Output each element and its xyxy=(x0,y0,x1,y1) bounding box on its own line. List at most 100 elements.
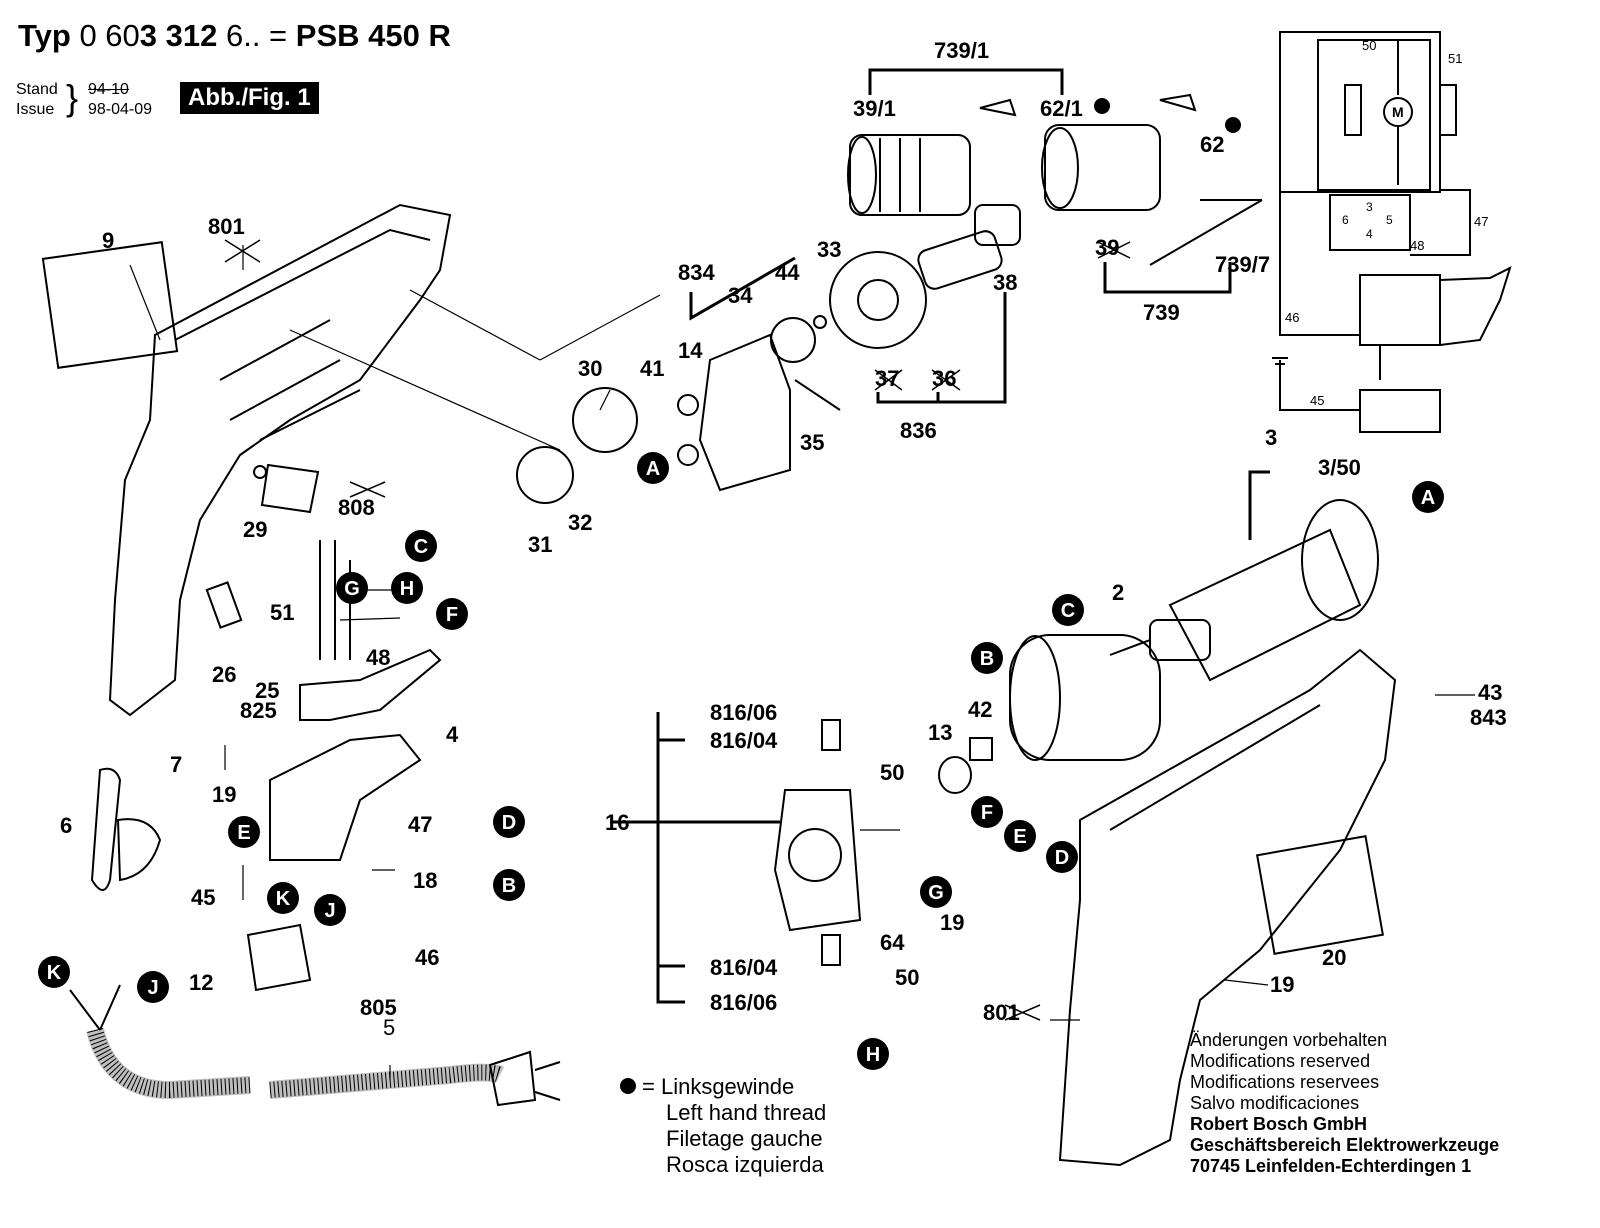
label-n5: 5 xyxy=(1386,213,1393,227)
callout-b: B xyxy=(493,869,525,901)
label-816-06-bottom: 816/06 xyxy=(710,990,777,1015)
label-14: 14 xyxy=(678,338,703,363)
label-16: 16 xyxy=(605,810,629,835)
label-13: 13 xyxy=(928,720,952,745)
svg-text:C: C xyxy=(414,536,428,558)
label-808: 808 xyxy=(338,495,375,520)
legend-line-es: Rosca izquierda xyxy=(666,1152,824,1177)
legend-line-de: = Linksgewinde xyxy=(620,1074,826,1100)
issue-dates: 94-10 98-04-09 xyxy=(88,80,152,120)
svg-text:E: E xyxy=(237,822,250,844)
thin-leaders xyxy=(129,245,1475,1080)
power-cord-drawing xyxy=(69,984,561,1107)
label-816-06-top: 816/06 xyxy=(710,700,777,725)
label-37: 37 xyxy=(875,366,899,391)
label-5: 5 xyxy=(383,1015,395,1040)
leader-lines xyxy=(610,68,1270,1004)
housing-half-left-drawing xyxy=(41,203,452,717)
label-26: 26 xyxy=(212,662,236,687)
label-45: 45 xyxy=(191,885,215,910)
svg-text:D: D xyxy=(502,812,516,834)
label-31: 31 xyxy=(528,532,552,557)
callout-e: E xyxy=(1004,820,1036,852)
label-12: 12 xyxy=(189,970,213,995)
label-50-bottom: 50 xyxy=(895,965,919,990)
svg-text:A: A xyxy=(1421,487,1435,509)
label-805: 805 xyxy=(360,995,397,1020)
svg-text:H: H xyxy=(400,578,414,600)
label-62-1: 62/1 xyxy=(1040,96,1083,121)
left-thread-marker xyxy=(1225,117,1241,133)
svg-text:G: G xyxy=(344,578,360,600)
label-30: 30 xyxy=(578,356,602,381)
left-thread-marker xyxy=(1094,98,1110,114)
note-en: Modifications reserved xyxy=(1190,1051,1371,1071)
label-739-1: 739/1 xyxy=(934,38,989,63)
label-801-top: 801 xyxy=(208,214,245,239)
label-n45: 45 xyxy=(1310,393,1324,408)
label-n48: 48 xyxy=(1410,238,1424,253)
svg-text:C: C xyxy=(1061,600,1075,622)
note-fr: Modifications reservees xyxy=(1190,1072,1380,1092)
svg-text:H: H xyxy=(866,1044,880,1066)
label-38: 38 xyxy=(993,270,1017,295)
stand-issue-labels: Stand Issue xyxy=(16,80,58,120)
label-n47: 47 xyxy=(1474,214,1488,229)
svg-text:J: J xyxy=(147,977,158,999)
callout-k: K xyxy=(38,956,70,988)
cord-guard-drawing xyxy=(90,581,312,992)
label-36: 36 xyxy=(932,366,956,391)
label-47: 47 xyxy=(408,812,432,837)
label-836: 836 xyxy=(900,418,937,443)
label-18: 18 xyxy=(413,868,437,893)
label-41: 41 xyxy=(640,356,664,381)
company-division: Geschäftsbereich Elektrowerkzeuge xyxy=(1190,1135,1500,1155)
legend-line-en: Left hand thread xyxy=(666,1100,827,1125)
label-n51: 51 xyxy=(1448,51,1462,66)
callout-b: B xyxy=(971,642,1003,674)
label-4: 4 xyxy=(446,722,459,747)
callout-g: G xyxy=(920,876,952,908)
label-42: 42 xyxy=(968,697,992,722)
callout-k: K xyxy=(267,882,299,914)
label-50-top: 50 xyxy=(880,760,904,785)
label-34: 34 xyxy=(728,283,753,308)
label-2: 2 xyxy=(1112,580,1124,605)
label-825: 825 xyxy=(240,698,277,723)
svg-text:J: J xyxy=(324,900,335,922)
housing-half-right-drawing xyxy=(1058,648,1397,1167)
deleted-part-strikes xyxy=(224,239,1131,1021)
label-739: 739 xyxy=(1143,300,1180,325)
motor-symbol-label: M xyxy=(1392,104,1404,120)
svg-text:E: E xyxy=(1013,826,1026,848)
armature-drawing xyxy=(1109,499,1379,682)
stand-label: Stand xyxy=(16,81,58,98)
figure-label: Abb./Fig. 1 xyxy=(180,82,319,114)
callout-d: D xyxy=(1046,841,1078,873)
label-7: 7 xyxy=(170,752,182,777)
label-29: 29 xyxy=(243,517,267,542)
callout-a: A xyxy=(1412,481,1444,513)
svg-text:K: K xyxy=(47,962,62,984)
label-32: 32 xyxy=(568,510,592,535)
switch-drawing xyxy=(269,540,442,861)
callout-f: F xyxy=(436,598,468,630)
label-816-04-bottom: 816/04 xyxy=(710,955,778,980)
label-39-1: 39/1 xyxy=(853,96,896,121)
label-n6: 6 xyxy=(1342,213,1349,227)
bearing-flange-drawing xyxy=(516,333,841,504)
label-19-mid: 19 xyxy=(940,910,964,935)
callout-c: C xyxy=(405,530,437,562)
document-title: Typ 0 603 312 6.. = PSB 450 R xyxy=(18,18,451,53)
note-es: Salvo modificaciones xyxy=(1190,1093,1360,1113)
svg-text:D: D xyxy=(1055,847,1069,869)
callout-j: J xyxy=(137,971,169,1003)
label-3-50: 3/50 xyxy=(1318,455,1361,480)
company-name: Robert Bosch GmbH xyxy=(1190,1114,1368,1134)
label-19-right: 19 xyxy=(1270,972,1294,997)
label-44: 44 xyxy=(775,260,800,285)
chuck-assembly-drawing xyxy=(770,93,1263,363)
label-801-bottom: 801 xyxy=(983,1000,1020,1025)
